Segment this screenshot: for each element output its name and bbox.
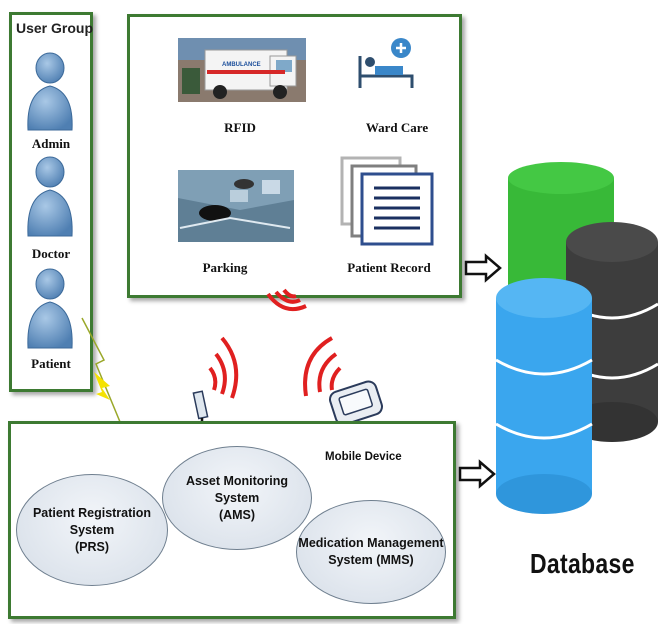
- database-label: Database: [530, 548, 635, 580]
- service-label-parking: Parking: [202, 260, 248, 275]
- admin-person-icon: [27, 52, 73, 131]
- document-stack-icon: [340, 156, 434, 246]
- mms-title: Medication Management: [298, 536, 444, 550]
- svg-text:AMBULANCE: AMBULANCE: [222, 62, 261, 68]
- mobile-device-label: Mobile Device: [325, 451, 402, 463]
- arrow-to-database-top: [464, 253, 502, 283]
- user-group-title: User Group: [16, 20, 94, 36]
- mms-ellipse: Medication Management System (MMS): [296, 500, 446, 604]
- parking-lot-icon: [178, 170, 294, 242]
- user-label-admin: Admin: [31, 136, 71, 151]
- user-label-doctor: Doctor: [31, 246, 71, 261]
- doctor-person-icon: [27, 156, 73, 237]
- mobile-device-icon: [329, 380, 383, 426]
- arrow-to-database-bottom: [458, 459, 496, 489]
- mms-abbrev: System (MMS): [328, 553, 414, 567]
- ambulance-icon: AMBULANCE: [178, 38, 306, 102]
- service-label-rfid: RFID: [224, 120, 256, 135]
- service-label-patient-record: Patient Record: [347, 260, 431, 275]
- user-label-patient: Patient: [31, 356, 71, 371]
- antenna-signal-icon: [208, 336, 342, 399]
- wireless-signal-icon: [266, 288, 307, 311]
- prs-ellipse: Patient Registration System (PRS): [16, 474, 168, 586]
- prs-title: Patient Registration System: [32, 505, 152, 537]
- ams-ellipse: Asset Monitoring System (AMS): [162, 446, 312, 550]
- hospital-bed-icon: [358, 38, 414, 88]
- lightning-bolt-icon: [81, 317, 131, 447]
- service-label-ward-care: Ward Care: [365, 120, 429, 135]
- prs-abbrev: (PRS): [74, 539, 110, 554]
- database-icon: [495, 162, 659, 514]
- ams-title: Asset Monitoring System: [185, 473, 289, 505]
- patient-person-icon: [27, 268, 73, 349]
- ams-abbrev: (AMS): [218, 507, 256, 522]
